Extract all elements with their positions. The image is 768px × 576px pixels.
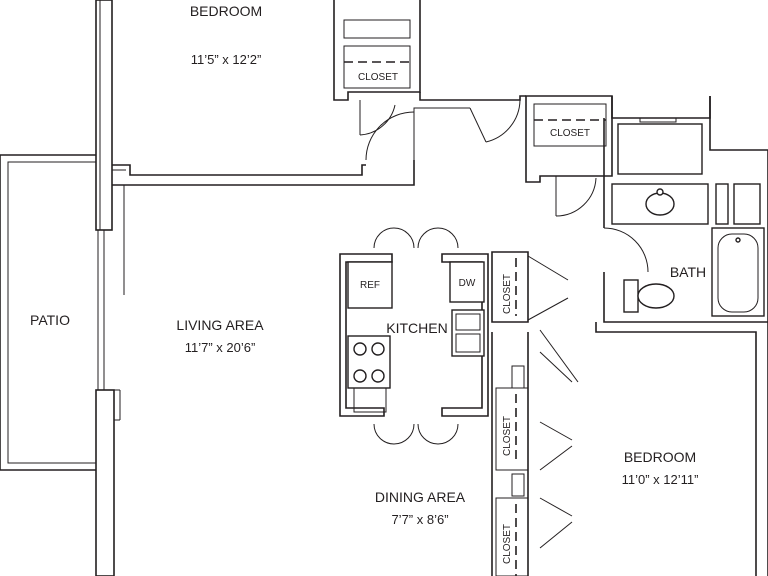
closet-kitchen-side-label: CLOSET: [502, 274, 513, 314]
closet-hall-lower-label: CLOSET: [502, 524, 513, 564]
bath-walls: [603, 96, 768, 323]
dw-label: DW: [459, 278, 476, 289]
left-exterior-wall: [95, 0, 125, 576]
dining-name: DINING AREA: [375, 489, 466, 505]
closet-top-mid-label: CLOSET: [550, 128, 590, 139]
hall-door-top: [365, 92, 526, 161]
bedroom-bottom-name: BEDROOM: [624, 449, 696, 465]
kitchen: [339, 227, 489, 445]
hall-closets: [491, 251, 579, 576]
closet-top-left-label: CLOSET: [358, 72, 398, 83]
bedroom-top-dims: 11’5” x 12’2”: [191, 52, 262, 67]
ref-label: REF: [360, 280, 380, 291]
living-name: LIVING AREA: [176, 317, 264, 333]
patio: [0, 154, 96, 471]
bottom-bedroom-walls: [595, 150, 768, 576]
closet-hall-upper-label: CLOSET: [502, 416, 513, 456]
kitchen-name: KITCHEN: [386, 320, 447, 336]
living-dims: 11’7” x 20’6”: [185, 340, 256, 355]
dining-dims: 7’7” x 8’6”: [391, 512, 448, 527]
top-bedroom-wall: [112, 160, 415, 186]
bath-name: BATH: [670, 264, 706, 280]
bedroom-bottom-dims: 11’0” x 12’11”: [622, 472, 699, 487]
closet-top-left: [333, 0, 421, 136]
closet-top-mid: [525, 95, 613, 217]
bedroom-top-name: BEDROOM: [190, 3, 262, 19]
patio-name: PATIO: [30, 312, 70, 328]
